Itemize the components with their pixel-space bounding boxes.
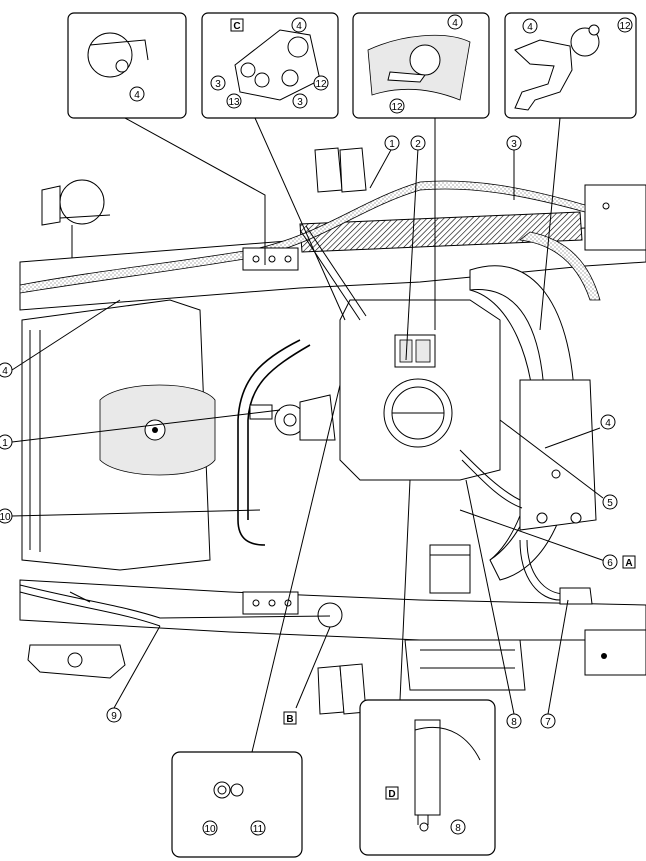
inset-4 — [504, 12, 637, 119]
callout-6: 6 — [602, 554, 618, 570]
callout-7: 7 — [540, 713, 556, 729]
callout-12-insetC: 12 — [313, 75, 329, 91]
svg-text:1: 1 — [2, 438, 8, 449]
frame-end-lower — [584, 629, 646, 676]
svg-text:3: 3 — [215, 79, 221, 90]
svg-text:7: 7 — [545, 717, 551, 728]
top-bracket — [314, 147, 343, 193]
callout-4-inset3: 4 — [447, 14, 463, 30]
leader-lines — [11, 117, 606, 753]
svg-text:8: 8 — [511, 717, 517, 728]
svg-text:11: 11 — [253, 824, 264, 835]
box-label-b: B — [283, 711, 297, 725]
inset-d — [359, 699, 496, 856]
svg-text:12: 12 — [391, 102, 403, 113]
svg-text:4: 4 — [452, 18, 458, 29]
svg-text:3: 3 — [297, 97, 303, 108]
callout-4-inset1: 4 — [129, 86, 145, 102]
lower-housing — [404, 639, 526, 691]
svg-text:5: 5 — [607, 498, 613, 509]
callout-10-left: 10 — [0, 508, 13, 524]
main-assembly — [19, 147, 646, 715]
svg-text:4: 4 — [527, 22, 533, 33]
callout-12-inset4: 12 — [617, 17, 633, 33]
callout-13-insetC: 13 — [226, 93, 242, 109]
svg-text:1: 1 — [389, 139, 395, 150]
svg-text:10: 10 — [0, 512, 11, 523]
hose-right — [519, 231, 601, 301]
frame-end-upper — [584, 184, 646, 251]
svg-text:2: 2 — [415, 139, 421, 150]
callout-2: 2 — [410, 135, 426, 151]
callout-4-right: 4 — [600, 414, 616, 430]
svg-text:8: 8 — [455, 823, 461, 834]
callout-3-insetC-a: 3 — [210, 75, 226, 91]
svg-text:12: 12 — [315, 79, 327, 90]
callout-1: 1 — [384, 135, 400, 151]
callout-12-inset3: 12 — [389, 98, 405, 114]
inset-3 — [352, 12, 490, 119]
svg-text:12: 12 — [619, 21, 631, 32]
svg-text:A: A — [625, 558, 632, 569]
box-label-d: D — [385, 786, 399, 800]
callout-8-main: 8 — [506, 713, 522, 729]
callout-10-inset: 10 — [202, 820, 218, 836]
svg-text:13: 13 — [228, 97, 240, 108]
lower-cylinder — [429, 544, 471, 594]
radiator-bracket — [519, 379, 597, 531]
box-label-c: C — [230, 18, 244, 32]
svg-text:3: 3 — [511, 139, 517, 150]
box-labels: C A B D — [230, 18, 636, 800]
inset-1 — [67, 12, 187, 119]
lower-frame-rail — [19, 579, 646, 641]
left-mount-bracket — [27, 644, 126, 679]
callout-11-inset: 11 — [250, 820, 266, 836]
callout-8-inset: 8 — [450, 819, 466, 835]
svg-text:4: 4 — [2, 366, 8, 377]
inset-c — [201, 12, 339, 119]
callout-3: 3 — [506, 135, 522, 151]
callout-4-left: 4 — [0, 362, 13, 378]
svg-text:4: 4 — [605, 418, 611, 429]
svg-text:4: 4 — [134, 90, 140, 101]
hose-10 — [237, 339, 301, 546]
svg-text:6: 6 — [607, 558, 613, 569]
callout-3-insetC-b: 3 — [292, 93, 308, 109]
callout-4-insetC: 4 — [291, 17, 307, 33]
box-label-a: A — [622, 555, 636, 569]
callout-4-inset4: 4 — [522, 18, 538, 34]
callouts: 4 4 3 12 13 3 4 12 4 12 1 2 3 4 — [0, 14, 633, 836]
inset-bottom-left — [171, 751, 303, 858]
svg-text:10: 10 — [204, 824, 216, 835]
svg-text:B: B — [286, 714, 293, 725]
svg-text:9: 9 — [111, 711, 117, 722]
svg-text:D: D — [388, 789, 395, 800]
callout-9: 9 — [106, 707, 122, 723]
hose-9 — [19, 584, 331, 619]
callout-5: 5 — [602, 494, 618, 510]
callout-1-left: 1 — [0, 434, 13, 450]
svg-text:C: C — [233, 21, 240, 32]
svg-text:4: 4 — [296, 21, 302, 32]
